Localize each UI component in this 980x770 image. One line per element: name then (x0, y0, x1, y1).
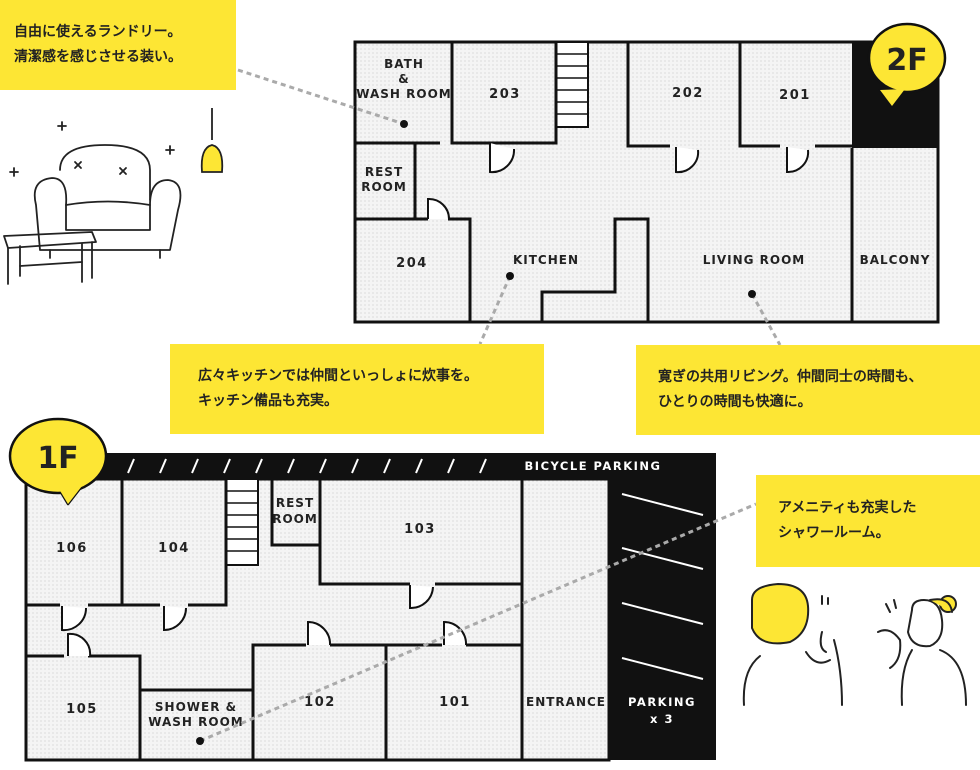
note-laundry-line-2: 清潔感を感じさせる装い。 (14, 49, 182, 65)
floor-2-walls (355, 42, 854, 322)
sofa-table-illustration (3, 121, 182, 285)
bicycle-stripes (127, 458, 487, 474)
note-laundry: 自由に使えるランドリー。 清潔感を感じさせる装い。 (0, 0, 236, 90)
floor-2-doors (427, 143, 810, 220)
badge-1f: 1F (8, 417, 108, 506)
leader-kitchen (478, 275, 512, 345)
note-shower-line-1: アメニティも充実した (778, 500, 917, 516)
badge-2f: 2F (867, 22, 947, 108)
note-kitchen-line-1: 広々キッチンでは仲間といっしょに炊事を。 (198, 368, 478, 384)
leader-dot-shower (196, 737, 204, 745)
note-laundry-line-1: 自由に使えるランドリー。 (14, 24, 182, 40)
label-living-room: LIVING ROOM (703, 253, 806, 267)
stairs-2f (555, 41, 589, 128)
label-room-201: 201 (779, 88, 811, 103)
label-parking: PARKING (628, 695, 696, 709)
note-living: 寛ぎの共用リビング。仲間同士の時間も、 ひとりの時間も快適に。 (636, 345, 980, 435)
leader-dots (196, 120, 756, 745)
note-living-line-2: ひとりの時間も快適に。 (658, 394, 812, 410)
label-shower: SHOWER & (155, 700, 237, 714)
label-2f-wash-room: WASH ROOM (356, 87, 451, 101)
people-illustration (742, 583, 967, 706)
stairs-1f-steps (226, 490, 258, 552)
floor-2-plan: BATH & WASH ROOM 203 202 201 REST ROOM 2… (353, 40, 940, 324)
badge-1f-label: 1F (37, 441, 78, 476)
label-room-202: 202 (672, 86, 704, 101)
label-entrance: ENTRANCE (526, 695, 606, 709)
leader-shower (199, 502, 757, 743)
floor-1-plan: BICYCLE PARKING PARKING x 3 (24, 453, 716, 762)
label-shower-wash-room: WASH ROOM (148, 715, 243, 729)
leader-dot-living (748, 290, 756, 298)
bicycle-parking-strip (26, 453, 716, 479)
label-2f-bath: BATH (384, 57, 424, 71)
label-room-106: 106 (56, 541, 88, 556)
label-1f-rest: REST (276, 496, 314, 510)
label-2f-bath-amp: & (398, 72, 409, 86)
label-2f-rest: REST (365, 165, 403, 179)
label-parking-count: x 3 (650, 712, 674, 726)
floor-1-walls (26, 479, 524, 760)
parking-lines (621, 493, 704, 680)
label-bicycle-parking: BICYCLE PARKING (525, 459, 662, 473)
label-room-203: 203 (489, 87, 521, 102)
note-shower: アメニティも充実した シャワールーム。 (756, 475, 980, 567)
label-room-101: 101 (439, 695, 471, 710)
badge-2f-label: 2F (886, 43, 927, 78)
note-kitchen-line-2: キッチン備品も充実。 (198, 393, 338, 409)
label-room-204: 204 (396, 256, 428, 271)
label-room-105: 105 (66, 702, 98, 717)
label-room-103: 103 (404, 522, 436, 537)
parking-area (609, 479, 716, 760)
note-living-line-1: 寛ぎの共用リビング。仲間同士の時間も、 (658, 369, 923, 385)
leader-dot-laundry (400, 120, 408, 128)
stairs-1f (225, 478, 259, 566)
floor-1-doors (61, 585, 468, 657)
label-room-104: 104 (158, 541, 190, 556)
label-2f-rest-room: ROOM (361, 180, 407, 194)
label-kitchen: KITCHEN (513, 253, 579, 267)
stairs-2f-steps (556, 53, 588, 115)
label-room-102: 102 (304, 695, 336, 710)
label-balcony: BALCONY (860, 253, 931, 267)
note-kitchen: 広々キッチンでは仲間といっしょに炊事を。 キッチン備品も充実。 (170, 344, 544, 434)
pendant-lamp-illustration (200, 108, 224, 173)
label-1f-rest-room: ROOM (272, 512, 318, 526)
leader-living (750, 293, 782, 346)
leader-dot-kitchen (506, 272, 514, 280)
note-shower-line-2: シャワールーム。 (778, 525, 890, 541)
leader-lines (199, 68, 782, 743)
leader-laundry (237, 68, 405, 126)
